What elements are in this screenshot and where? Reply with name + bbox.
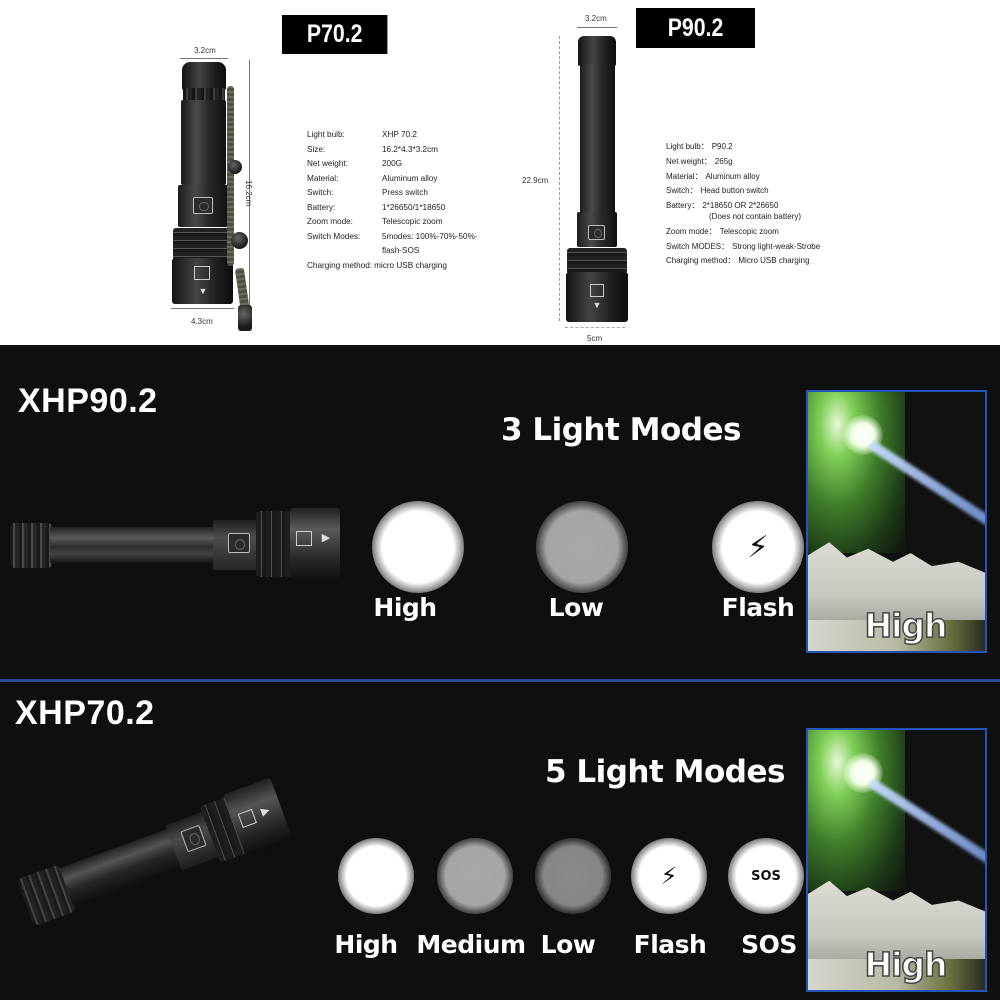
spec-row: Material:Aluminum alloy	[307, 173, 438, 183]
p90-model-badge: P90.2	[636, 8, 755, 48]
photo-caption: High	[864, 605, 949, 646]
p90-spec-list: Light bulb：P90.2 Net weight：265g Materia…	[666, 140, 820, 269]
lanyard-strap	[227, 86, 234, 266]
mode-label-low: Low	[540, 930, 596, 959]
spec-row: Net weight：265g	[666, 156, 733, 166]
mode-label-high: High	[334, 930, 398, 959]
xhp90-modes-title: 3 Light Modes	[501, 412, 741, 448]
dim-light-icon	[535, 838, 611, 914]
high-mode-demo-photo: High	[806, 390, 987, 653]
spec-row: Battery：2*18650 OR 2*26650	[666, 201, 779, 211]
p90-top-width-line	[577, 27, 617, 28]
warning-triangle-icon: ▼	[592, 300, 602, 310]
spec-row: Charging method：Micro USB charging	[666, 256, 810, 266]
mode-button-icon	[296, 531, 312, 546]
spec-comparison-panel: P70.2 3.2cm 16.2cm 4.3cm ▼ Light bulb:XH…	[0, 0, 1000, 345]
p90-top-width-label: 3.2cm	[585, 14, 607, 23]
spec-row: Material：Aluminum alloy	[666, 171, 760, 181]
mode-label-flash: Flash	[721, 593, 795, 622]
mode-label-high: High	[373, 593, 437, 622]
sos-icon: SOS	[728, 838, 804, 914]
p90-bottom-width-label: 5cm	[587, 334, 603, 343]
bright-light-icon	[372, 501, 464, 593]
xhp90-section: XHP90.2 ▶ 3 Light Modes ⚡ High Low Flash…	[0, 345, 1000, 679]
section-divider	[0, 679, 1000, 682]
p70-bottom-width-label: 4.3cm	[191, 317, 213, 326]
p90-height-label: 22.9cm	[522, 176, 549, 185]
dim-light-icon	[536, 501, 628, 593]
p70-height-line	[249, 60, 250, 315]
p70-spec-list: Light bulb:XHP 70.2 Size:16.2*4.3*3.2cm …	[307, 128, 502, 273]
warning-triangle-icon: ▶	[321, 532, 331, 544]
xhp70-title: XHP70.2	[15, 694, 155, 732]
spec-row: Battery:1*26650/1*18650	[307, 202, 446, 212]
bright-light-icon	[338, 838, 414, 914]
xhp70-flashlight-image: ▶	[0, 682, 340, 1000]
p70-model-badge: P70.2	[282, 15, 388, 54]
spec-row: Light bulb：P90.2	[666, 142, 733, 151]
photo-caption: High	[864, 944, 949, 985]
mode-label-medium: Medium	[416, 930, 526, 959]
p70-height-label: 16.2cm	[244, 180, 253, 207]
spec-row: Switch:Press switch	[307, 188, 428, 197]
spec-row: Charging method:micro USB charging	[307, 260, 447, 270]
spec-row: Light bulb:XHP 70.2	[307, 130, 417, 139]
medium-light-icon	[437, 838, 513, 914]
warning-triangle-icon: ▼	[198, 286, 208, 296]
xhp90-title: XHP90.2	[18, 382, 158, 420]
xhp70-modes-title: 5 Light Modes	[545, 754, 785, 790]
p90-bottom-width-line	[565, 327, 625, 328]
p70-bottom-width-line	[171, 308, 234, 309]
lightning-bolt-icon: ⚡	[712, 501, 804, 593]
p70-top-width-line	[180, 58, 228, 59]
lightning-bolt-icon: ⚡	[631, 838, 707, 914]
xhp70-section: XHP70.2 ▶ 5 Light Modes ⚡ SOS High Mediu…	[0, 682, 1000, 1000]
mode-button-icon	[194, 266, 210, 280]
spec-row: Switch MODES：Strong light-weak-Strobe	[666, 241, 821, 251]
spec-row: Net weight:200G	[307, 159, 403, 168]
mode-button-icon	[590, 284, 604, 297]
p70-top-width-label: 3.2cm	[194, 46, 216, 55]
mode-label-low: Low	[548, 593, 604, 622]
spec-row: Zoom mode：Telescopic zoom	[666, 226, 779, 236]
p90-height-line	[559, 36, 560, 321]
spec-row: Switch：Head button switch	[666, 186, 769, 196]
high-mode-demo-photo: High	[806, 728, 987, 992]
spec-row: Zoom mode:Telescopic zoom	[307, 217, 443, 226]
spec-row: flash-SOS	[382, 246, 420, 255]
mode-label-sos: SOS	[741, 930, 797, 959]
spec-row-note: (Does not contain battery)	[709, 211, 802, 221]
spec-row: Size:16.2*4.3*3.2cm	[307, 144, 438, 154]
mode-label-flash: Flash	[633, 930, 707, 959]
spec-row: Switch Modes:5modes: 100%-70%-50%-	[307, 231, 478, 241]
